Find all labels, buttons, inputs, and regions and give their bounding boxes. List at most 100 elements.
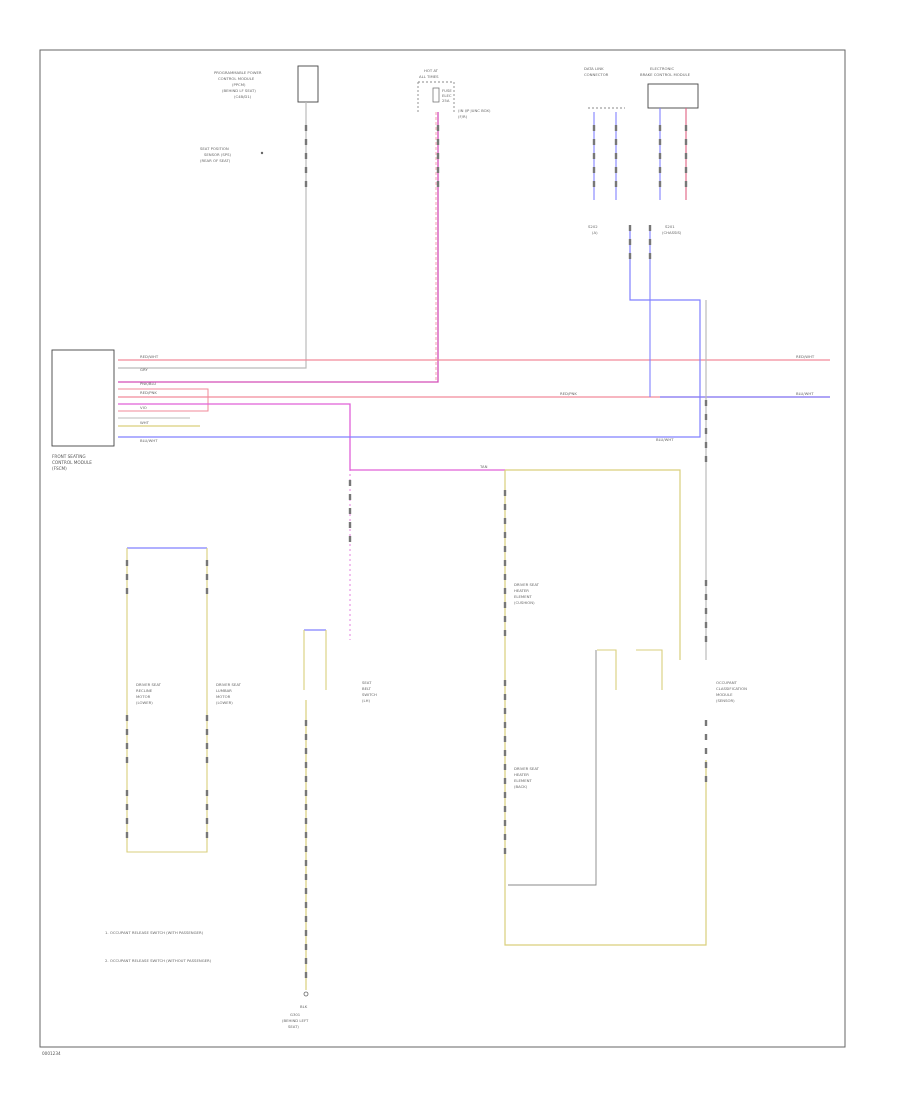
- pin-mark: [205, 743, 209, 749]
- wl-red-wht: RED/WHT: [140, 354, 159, 359]
- pin-mark: [205, 832, 209, 838]
- sps-label-3: (REAR OF SEAT): [200, 158, 231, 163]
- pin-mark: [436, 139, 440, 145]
- pin-mark: [658, 125, 662, 131]
- ppcm-label-3: (PPCM): [232, 82, 246, 87]
- pin-mark: [592, 139, 596, 145]
- wire-yellow-right: [505, 469, 681, 660]
- pin-mark: [704, 720, 708, 726]
- ebcm-label-2: BRAKE CONTROL MODULE: [640, 72, 691, 77]
- pin-mark: [704, 608, 708, 614]
- diagram-notes: 1. OCCUPANT RELEASE SWITCH (WITH PASSENG…: [105, 930, 212, 963]
- pin-mark: [704, 400, 708, 406]
- footer-code: 0001234: [42, 1051, 61, 1056]
- wire-blue-main: [118, 230, 701, 438]
- pin-mark: [503, 792, 507, 798]
- dlc-label-1: DATA LINK: [584, 66, 604, 71]
- pin-mark: [304, 902, 308, 908]
- pin-mark: [205, 757, 209, 763]
- pin-mark: [684, 181, 688, 187]
- ppcm-label-2: CONTROL MODULE: [218, 76, 255, 81]
- pin-mark: [304, 804, 308, 810]
- lm2-l2: LUMBAR: [216, 688, 232, 693]
- pin-mark: [503, 834, 507, 840]
- lm2-l3: MOTOR: [216, 694, 231, 699]
- wl-red-pnk-mid: RED/PNK: [560, 391, 577, 396]
- pin-mark: [614, 139, 618, 145]
- ocm-l4: (SENSOR): [716, 698, 735, 703]
- wl-gry: GRY: [140, 367, 148, 372]
- sw-l2: BELT: [362, 686, 372, 691]
- pin-mark: [503, 630, 507, 636]
- pin-mark: [503, 806, 507, 812]
- wl-tan: TAN: [479, 464, 488, 469]
- pin-mark: [348, 508, 352, 514]
- pin-mark: [503, 820, 507, 826]
- pin-mark: [205, 574, 209, 580]
- wl-wht: WHT: [140, 420, 150, 425]
- pin-mark: [205, 560, 209, 566]
- pin-mark: [503, 546, 507, 552]
- pin-mark: [125, 818, 129, 824]
- rh1-l2: HEATER: [514, 588, 529, 593]
- pin-mark: [648, 253, 652, 259]
- pin-mark: [614, 167, 618, 173]
- pin-mark: [205, 804, 209, 810]
- pin-mark: [436, 167, 440, 173]
- pin-mark: [503, 490, 507, 496]
- pin-mark: [304, 125, 308, 131]
- fuse-hot-1: HOT AT: [424, 68, 439, 73]
- rh2-l4: (BACK): [514, 784, 528, 789]
- wl-pnk-blu: PNK/BLU: [140, 381, 156, 386]
- wire-violet-fuse: [118, 112, 439, 383]
- pin-mark: [348, 536, 352, 542]
- pin-mark: [304, 958, 308, 964]
- fuse-name-3: 25A: [442, 98, 450, 103]
- pin-mark: [304, 846, 308, 852]
- module-label-3: (FSCM): [52, 466, 67, 471]
- pin-mark: [348, 494, 352, 500]
- pin-mark: [684, 139, 688, 145]
- pin-mark: [125, 715, 129, 721]
- pin-mark: [205, 715, 209, 721]
- pin-mark: [704, 748, 708, 754]
- ocm-l1: OCCUPANT: [716, 680, 738, 685]
- pin-mark: [304, 860, 308, 866]
- pin-mark: [125, 574, 129, 580]
- pin-mark: [503, 680, 507, 686]
- gnd-l3: SEAT): [288, 1024, 299, 1029]
- left-motor-1: DRIVER SEAT RECLINE MOTOR (LOWER): [136, 682, 162, 705]
- pin-mark: [125, 729, 129, 735]
- pin-mark: [436, 125, 440, 131]
- pin-mark: [304, 748, 308, 754]
- sw-l1: SEAT: [362, 680, 372, 685]
- rh1-l3: ELEMENT: [514, 594, 532, 599]
- rh2-l3: ELEMENT: [514, 778, 532, 783]
- dlc-label-2: CONNECTOR: [584, 72, 609, 77]
- pin-mark: [614, 153, 618, 159]
- pin-mark: [125, 588, 129, 594]
- wl-red-wht-right: RED/WHT: [796, 354, 815, 359]
- pin-mark: [614, 181, 618, 187]
- pin-mark: [205, 588, 209, 594]
- ppcm-box: PROGRAMMABLE POWER CONTROL MODULE (PPCM)…: [214, 65, 319, 103]
- pin-mark: [503, 588, 507, 594]
- splice-left-1: S202: [588, 224, 598, 229]
- rh2-l2: HEATER: [514, 772, 529, 777]
- pin-mark: [503, 616, 507, 622]
- wl-blk: BLK: [300, 1004, 308, 1009]
- left-motor-2: DRIVER SEAT LUMBAR MOTOR (LOWER): [216, 682, 242, 705]
- pin-mark: [658, 139, 662, 145]
- pin-mark: [628, 225, 632, 231]
- fuse-block: HOT AT ALL TIMES FUSE ELEC 25A (IN I/P J…: [417, 68, 491, 119]
- pin-mark: [125, 790, 129, 796]
- fuse-note-1: (IN I/P JUNC BOX): [458, 108, 491, 113]
- lm1-l2: RECLINE: [136, 688, 153, 693]
- pin-mark: [704, 636, 708, 642]
- seat-heater-cushion: DRIVER SEAT HEATER ELEMENT (CUSHION): [514, 582, 540, 605]
- pin-mark: [503, 560, 507, 566]
- fuse-name-1: FUSE: [442, 88, 452, 93]
- seat-belt-switch: SEAT BELT SWITCH (LH): [362, 680, 377, 703]
- pin-mark: [592, 153, 596, 159]
- pin-mark: [503, 750, 507, 756]
